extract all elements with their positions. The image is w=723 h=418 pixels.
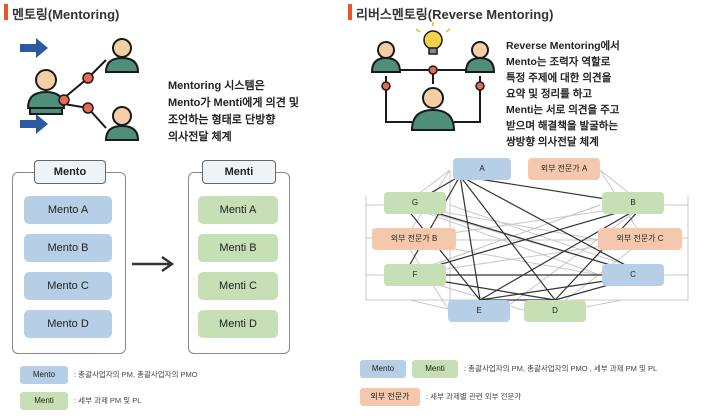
legend-external-swatch: 외부 전문가 bbox=[360, 388, 420, 406]
mento-item: Mento B bbox=[24, 234, 112, 262]
node-c: C bbox=[602, 264, 664, 286]
reverse-mentoring-illustration-icon bbox=[370, 22, 496, 131]
mento-item: Mento C bbox=[24, 272, 112, 300]
right-description-line: 요약 및 정리를 하고 bbox=[506, 88, 593, 100]
right-description-line: Menti는 서로 의견을 주고 bbox=[506, 104, 620, 116]
node-external-c: 외부 전문가 C bbox=[598, 228, 682, 250]
legend-mento-text: : 총괄사업자의 PM, 총괄사업자의 PMO bbox=[74, 370, 198, 379]
node-external-a: 외부 전문가 A bbox=[528, 158, 600, 180]
menti-item: Menti C bbox=[198, 272, 278, 300]
legend-mento-swatch: Mento bbox=[20, 366, 68, 384]
node-b: B bbox=[602, 192, 664, 214]
right-description: Reverse Mentoring에서 Mento는 조력자 역할로 특정 주제… bbox=[506, 38, 716, 150]
left-description-line: Mentoring 시스템은 bbox=[168, 80, 265, 92]
right-description-line: 쌍방향 의사전달 체계 bbox=[506, 136, 599, 148]
left-description-line: 의사전달 체계 bbox=[168, 131, 232, 143]
left-description-line: 조언하는 형태로 단방향 bbox=[168, 114, 276, 126]
mento-column-header: Mento bbox=[34, 160, 106, 184]
right-description-line: Mento는 조력자 역할로 bbox=[506, 56, 611, 68]
node-g: G bbox=[384, 192, 446, 214]
mentoring-illustration-icon bbox=[20, 38, 140, 141]
node-f: F bbox=[384, 264, 446, 286]
left-title-marker bbox=[4, 4, 8, 20]
arrow-right-icon bbox=[132, 255, 175, 273]
menti-item: Menti A bbox=[198, 196, 278, 224]
left-title: 멘토링(Mentoring) bbox=[12, 7, 120, 22]
right-description-line: 특정 주제에 대한 의견을 bbox=[506, 72, 612, 84]
right-title-marker bbox=[348, 4, 352, 20]
node-a: A bbox=[453, 158, 511, 180]
menti-column-header: Menti bbox=[202, 160, 276, 184]
legend-menti-text: : 총괄사업자의 PM, 총괄사업자의 PMO , 세부 과제 PM 및 PL bbox=[464, 364, 658, 373]
menti-item: Menti B bbox=[198, 234, 278, 262]
left-description-line: Mento가 Menti에게 의견 및 bbox=[168, 97, 299, 109]
mento-item: Mento D bbox=[24, 310, 112, 338]
right-description-line: Reverse Mentoring에서 bbox=[506, 40, 620, 52]
legend-menti-text: : 세부 과제 PM 및 PL bbox=[74, 396, 142, 405]
mento-item: Mento A bbox=[24, 196, 112, 224]
legend-mento-swatch: Mento bbox=[360, 360, 406, 378]
right-description-line: 받으며 해결책을 발굴하는 bbox=[506, 120, 619, 132]
node-e: E bbox=[448, 300, 510, 322]
node-external-b: 외부 전문가 B bbox=[372, 228, 456, 250]
legend-external-text: : 세부 과제별 관련 외부 전문가 bbox=[426, 392, 522, 401]
legend-menti-swatch: Menti bbox=[412, 360, 458, 378]
legend-menti-swatch: Menti bbox=[20, 392, 68, 410]
node-d: D bbox=[524, 300, 586, 322]
right-title: 리버스멘토링(Reverse Mentoring) bbox=[356, 7, 554, 22]
menti-item: Menti D bbox=[198, 310, 278, 338]
left-description: Mentoring 시스템은 Mento가 Menti에게 의견 및 조언하는 … bbox=[168, 78, 358, 146]
